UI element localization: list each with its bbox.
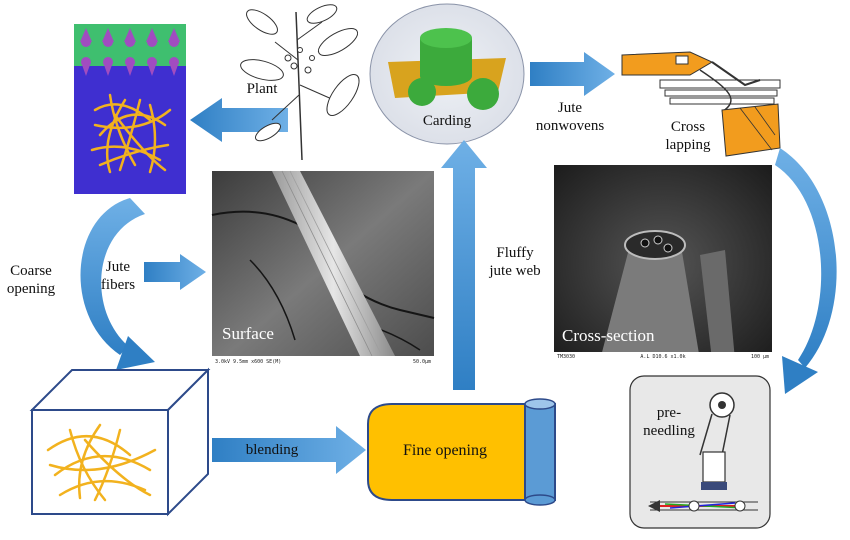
- arrow-fine-to-carding: [441, 140, 487, 390]
- cross-section-footer-left: TM3030: [557, 354, 576, 360]
- label-jute-nonwovens: Jute nonwovens: [522, 99, 618, 135]
- cross-section-footer-bar: TM3030 A.L D10.6 x1.0k 100 μm: [554, 352, 772, 362]
- cross-lapping-illustration: [621, 51, 781, 157]
- box-fibers: [46, 423, 157, 502]
- label-coarse-opening-line1: Coarse: [10, 263, 52, 279]
- label-cross-lapping: Cross lapping: [652, 118, 724, 154]
- spike-row-bottom: [81, 57, 179, 76]
- caption-cross-section: Cross-section: [562, 326, 655, 345]
- label-coarse-opening-line2: opening: [6, 281, 56, 297]
- label-pre-needling-line2: needling: [643, 423, 695, 439]
- carding-illustration: [369, 3, 525, 145]
- surface-micrograph-footer: 3.0kV 9.5mm x600 SE(M) 50.0μm: [212, 356, 434, 367]
- arrow-lapping-to-needling: [775, 148, 837, 368]
- label-carding: Carding: [422, 113, 472, 129]
- spike-row-top: [80, 28, 180, 47]
- label-pre-needling-line1: pre-: [656, 405, 682, 421]
- label-cross-lapping-line1: Cross: [670, 119, 706, 135]
- arrow-carding-to-lapping: [530, 52, 615, 96]
- web-purple-body: [74, 66, 186, 194]
- surface-footer-right: 50.0μm: [412, 358, 431, 365]
- web-fibers: [90, 93, 172, 174]
- label-fluffy-jute-web-line1: Fluffy: [496, 245, 534, 261]
- cross-section-footer-right: 100 μm: [750, 354, 769, 360]
- label-fine-opening: Fine opening: [403, 442, 487, 459]
- label-coarse-opening: Coarse opening: [0, 262, 62, 298]
- cross-section-footer-mid: A.L D10.6 x1.0k: [640, 354, 686, 360]
- label-jute-fibers-line2: fibers: [100, 277, 136, 293]
- label-plant: Plant: [246, 81, 278, 97]
- label-jute-nonwovens-line2: nonwovens: [535, 118, 605, 134]
- fine-opening-roll: [367, 398, 556, 506]
- surface-footer-bar: 3.0kV 9.5mm x600 SE(M) 50.0μm: [212, 356, 434, 367]
- caption-surface: Surface: [222, 324, 274, 343]
- arrow-web-to-box: [80, 198, 145, 355]
- fiber-box: [29, 367, 211, 517]
- arrow-fibers-to-surface: [144, 254, 206, 290]
- jute-plant-icon: [240, 4, 360, 161]
- arrow-blending: [212, 426, 366, 474]
- label-fluffy-jute-web: Fluffy jute web: [478, 244, 552, 280]
- label-jute-fibers-line1: Jute: [105, 259, 131, 275]
- label-cross-lapping-line2: lapping: [665, 137, 711, 153]
- label-jute-nonwovens-line1: Jute: [557, 100, 583, 116]
- label-jute-fibers: Jute fibers: [90, 258, 146, 294]
- surface-footer-left: 3.0kV 9.5mm x600 SE(M): [215, 358, 282, 365]
- cross-section-micrograph-footer: TM3030 A.L D10.6 x1.0k 100 μm: [554, 352, 772, 362]
- label-fluffy-jute-web-line2: jute web: [489, 263, 541, 279]
- label-blending: blending: [245, 442, 299, 458]
- pre-needling-panel: [629, 375, 771, 529]
- label-pre-needling: pre- needling: [636, 404, 702, 440]
- needled-web-illustration: [74, 24, 186, 194]
